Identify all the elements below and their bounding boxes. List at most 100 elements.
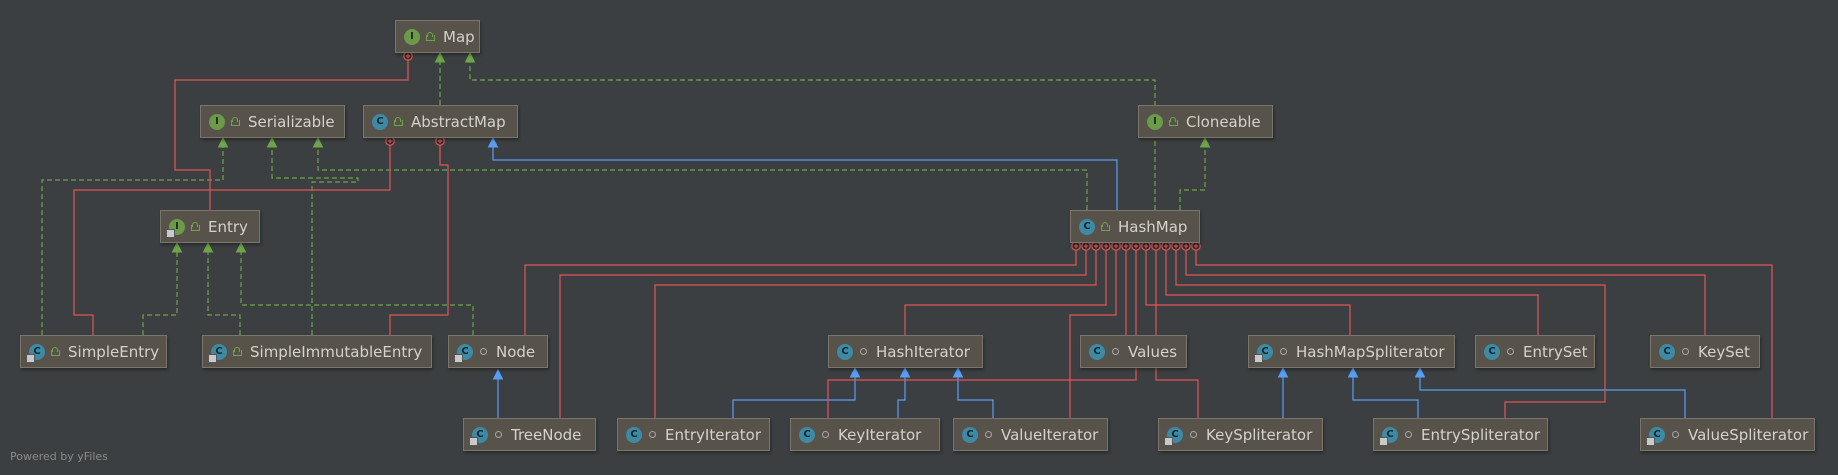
- edge-inner-hashmap-to-entryset: [1165, 243, 1539, 335]
- edge-inner-hashmap-to-hashmapspliterator: [1145, 243, 1351, 335]
- edge-inner-hashmap-to-node: [524, 243, 1077, 335]
- package-visibility-icon: [1404, 430, 1413, 439]
- class-node-valuespliterator[interactable]: C ValueSpliterator: [1640, 418, 1815, 451]
- class-icon: C: [1079, 218, 1095, 235]
- inner-class-plus-icon: [435, 136, 445, 146]
- class-node-valueiterator[interactable]: C ValueIterator: [953, 418, 1108, 451]
- static-marker-icon: [1379, 436, 1388, 446]
- powered-by-footer: Powered by yFiles: [10, 450, 108, 463]
- class-node-label: HashMap: [1118, 217, 1188, 236]
- class-node-label: AbstractMap: [411, 112, 506, 131]
- edge-inner-hashmap-to-entryiterator: [654, 243, 1097, 418]
- class-node-abstractmap[interactable]: C AbstractMap: [363, 105, 518, 138]
- class-icon: C: [626, 426, 642, 443]
- public-visibility-icon: [1169, 117, 1178, 126]
- class-icon: C: [799, 426, 815, 443]
- class-icon: C: [372, 113, 388, 130]
- class-icon: C: [26, 343, 45, 363]
- package-visibility-icon: [859, 347, 868, 356]
- public-visibility-icon: [426, 32, 435, 41]
- class-icon: C: [469, 426, 488, 446]
- class-icon: C: [1659, 343, 1675, 360]
- class-icon: C: [1646, 426, 1665, 446]
- inner-class-plus-icon: [1141, 241, 1151, 251]
- class-node-label: Map: [443, 27, 475, 46]
- public-visibility-icon: [231, 117, 240, 126]
- inner-class-plus-icon: [385, 136, 395, 146]
- package-visibility-icon: [821, 430, 830, 439]
- class-icon: C: [1484, 343, 1500, 360]
- class-node-label: Serializable: [248, 112, 335, 131]
- class-node-hashiterator[interactable]: C HashIterator: [828, 335, 983, 368]
- edge-implements-simpleimmutableentry-to-entry: [202, 241, 241, 335]
- static-marker-icon: [166, 228, 175, 238]
- package-visibility-icon: [1279, 347, 1288, 356]
- class-node-label: ValueSpliterator: [1688, 425, 1809, 444]
- class-node-label: EntrySet: [1523, 342, 1588, 361]
- edge-extends-keyiterator-to-hashiterator: [897, 366, 911, 418]
- class-node-entryset[interactable]: C EntrySet: [1475, 335, 1595, 368]
- static-marker-icon: [469, 436, 478, 446]
- class-node-label: KeySet: [1698, 342, 1750, 361]
- inner-class-plus-icon: [1181, 241, 1191, 251]
- class-icon: C: [1089, 343, 1105, 360]
- static-marker-icon: [1646, 436, 1655, 446]
- class-node-label: EntrySpliterator: [1421, 425, 1540, 444]
- static-marker-icon: [208, 353, 217, 363]
- edge-implements-hashmap-to-cloneable: [1179, 136, 1211, 210]
- interface-icon: I: [166, 218, 185, 238]
- edge-inner-hashmap-to-entryspliterator: [1175, 243, 1606, 418]
- static-marker-icon: [26, 353, 35, 363]
- interface-icon: I: [209, 113, 225, 130]
- package-visibility-icon: [1506, 347, 1515, 356]
- interface-icon: I: [404, 28, 420, 45]
- class-node-hashmap[interactable]: C HashMap: [1070, 210, 1200, 243]
- class-node-keyset[interactable]: C KeySet: [1650, 335, 1760, 368]
- class-icon: C: [1379, 426, 1398, 446]
- edge-inner-hashmap-to-keyset: [1185, 243, 1706, 335]
- package-visibility-icon: [1681, 347, 1690, 356]
- class-icon: C: [962, 426, 978, 443]
- inner-class-plus-icon: [1151, 241, 1161, 251]
- edge-inner-hashmap-to-keyiterator: [827, 243, 1137, 418]
- inner-class-plus-icon: [1131, 241, 1141, 251]
- public-visibility-icon: [191, 222, 200, 231]
- package-visibility-icon: [984, 430, 993, 439]
- package-visibility-icon: [1671, 430, 1680, 439]
- class-node-treenode[interactable]: C TreeNode: [463, 418, 596, 451]
- static-marker-icon: [454, 353, 463, 363]
- edge-inner-hashmap-to-valueiterator: [1069, 243, 1117, 418]
- inner-class-plus-icon: [1101, 241, 1111, 251]
- class-node-map[interactable]: I Map: [395, 20, 480, 53]
- inner-class-plus-icon: [1191, 241, 1201, 251]
- class-node-entryspliterator[interactable]: C EntrySpliterator: [1373, 418, 1548, 451]
- class-icon: C: [454, 343, 473, 363]
- edge-inner-hashmap-to-treenode: [559, 243, 1087, 418]
- edge-extends-entryiterator-to-hashiterator: [732, 366, 861, 418]
- inner-class-plus-icon: [1171, 241, 1181, 251]
- class-node-serializable[interactable]: I Serializable: [200, 105, 345, 138]
- inner-class-plus-icon: [1121, 241, 1131, 251]
- class-node-label: KeySpliterator: [1206, 425, 1313, 444]
- package-visibility-icon: [479, 347, 488, 356]
- inner-class-plus-icon: [1081, 241, 1091, 251]
- class-node-label: SimpleImmutableEntry: [250, 342, 423, 361]
- class-node-label: TreeNode: [511, 425, 582, 444]
- edge-implements-simpleentry-to-entry: [142, 241, 183, 335]
- package-visibility-icon: [1189, 430, 1198, 439]
- class-icon: C: [837, 343, 853, 360]
- class-node-label: HashIterator: [876, 342, 970, 361]
- class-node-label: ValueIterator: [1001, 425, 1099, 444]
- edge-implements-node-to-entry: [235, 241, 474, 335]
